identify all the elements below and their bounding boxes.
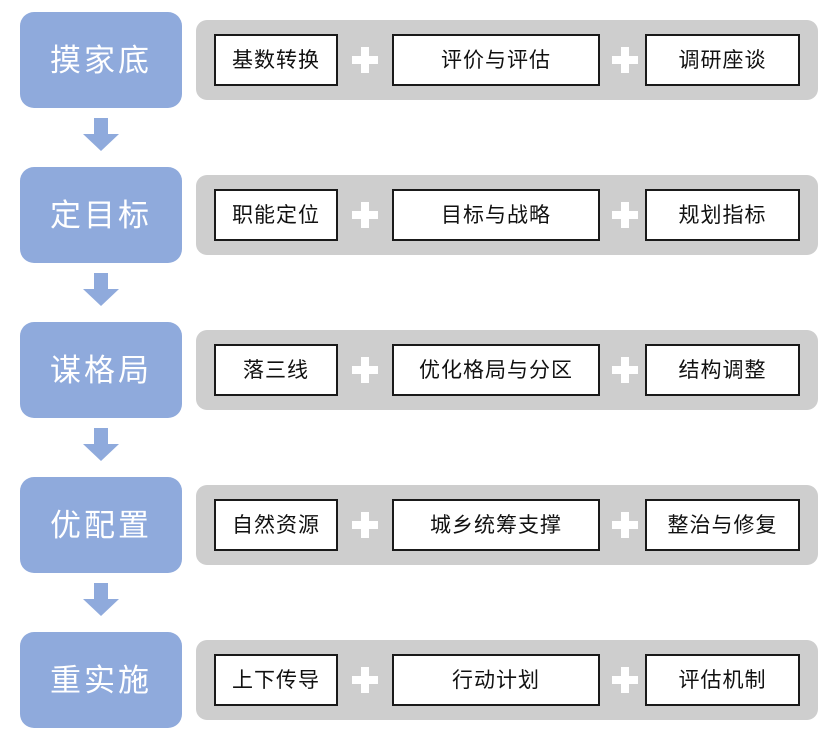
stage-item-label: 上下传导	[232, 668, 320, 692]
stage-item-box[interactable]: 整治与修复	[645, 499, 800, 551]
stage-panel-inner: 基数转换 评价与评估 调研座谈	[196, 20, 818, 100]
stage-item-box[interactable]: 优化格局与分区	[392, 344, 600, 396]
plus-icon	[612, 512, 638, 538]
stage-item-label: 自然资源	[232, 513, 320, 537]
stage-item-label: 整治与修复	[667, 513, 778, 537]
stage-panel-3: 落三线 优化格局与分区 结构调整	[196, 330, 818, 410]
stage-item-label: 城乡统筹支撑	[430, 513, 562, 537]
stage-row: 谋格局 落三线 优化格局与分区 结构调整	[0, 322, 837, 418]
stage-item-box[interactable]: 目标与战略	[392, 189, 600, 241]
stage-item-box[interactable]: 自然资源	[214, 499, 338, 551]
plus-icon	[352, 357, 378, 383]
stage-label-text: 谋格局	[50, 352, 152, 388]
stage-label-5[interactable]: 重实施	[20, 632, 182, 728]
plus-icon	[612, 667, 638, 693]
stage-panel-1: 基数转换 评价与评估 调研座谈	[196, 20, 818, 100]
stage-item-label: 目标与战略	[441, 203, 551, 227]
stage-row: 定目标 职能定位 目标与战略 规划指标	[0, 167, 837, 263]
stage-item-label: 职能定位	[232, 203, 320, 227]
plus-icon	[612, 202, 638, 228]
plus-icon	[352, 202, 378, 228]
plus-icon	[612, 47, 638, 73]
stage-panel-inner: 职能定位 目标与战略 规划指标	[196, 175, 818, 255]
stage-item-label: 评价与评估	[441, 48, 551, 72]
stage-panel-inner: 落三线 优化格局与分区 结构调整	[196, 330, 818, 410]
stage-item-label: 评估机制	[678, 668, 767, 692]
stage-row: 优配置 自然资源 城乡统筹支撑 整治与修复	[0, 477, 837, 573]
stage-panel-4: 自然资源 城乡统筹支撑 整治与修复	[196, 485, 818, 565]
down-arrow-icon	[82, 273, 120, 307]
down-arrow-icon	[82, 428, 120, 462]
stage-panel-2: 职能定位 目标与战略 规划指标	[196, 175, 818, 255]
stage-row: 摸家底 基数转换 评价与评估 调研座谈	[0, 12, 837, 108]
stage-item-label: 行动计划	[452, 668, 540, 692]
stage-panel-inner: 自然资源 城乡统筹支撑 整治与修复	[196, 485, 818, 565]
plus-icon	[352, 667, 378, 693]
stage-label-text: 摸家底	[50, 42, 152, 78]
stage-item-box[interactable]: 城乡统筹支撑	[392, 499, 600, 551]
stage-label-2[interactable]: 定目标	[20, 167, 182, 263]
stage-panel-inner: 上下传导 行动计划 评估机制	[196, 640, 818, 720]
stage-label-1[interactable]: 摸家底	[20, 12, 182, 108]
stage-item-box[interactable]: 落三线	[214, 344, 338, 396]
stage-item-box[interactable]: 评估机制	[645, 654, 800, 706]
stage-label-4[interactable]: 优配置	[20, 477, 182, 573]
stage-item-box[interactable]: 职能定位	[214, 189, 338, 241]
stage-item-box[interactable]: 基数转换	[214, 34, 338, 86]
stage-item-label: 结构调整	[678, 358, 767, 382]
stage-item-box[interactable]: 调研座谈	[645, 34, 800, 86]
stage-label-text: 定目标	[50, 197, 152, 233]
stage-row: 重实施 上下传导 行动计划 评估机制	[0, 632, 837, 728]
stage-item-label: 基数转换	[232, 48, 320, 72]
stage-item-box[interactable]: 上下传导	[214, 654, 338, 706]
plus-icon	[352, 47, 378, 73]
stage-item-box[interactable]: 结构调整	[645, 344, 800, 396]
stage-label-text: 重实施	[50, 662, 152, 698]
stage-item-label: 规划指标	[678, 203, 767, 227]
stage-item-label: 优化格局与分区	[419, 358, 573, 382]
stage-label-3[interactable]: 谋格局	[20, 322, 182, 418]
plus-icon	[612, 357, 638, 383]
plus-icon	[352, 512, 378, 538]
down-arrow-icon	[82, 583, 120, 617]
stage-item-label: 调研座谈	[678, 48, 767, 72]
down-arrow-icon	[82, 118, 120, 152]
stage-panel-5: 上下传导 行动计划 评估机制	[196, 640, 818, 720]
stage-item-box[interactable]: 规划指标	[645, 189, 800, 241]
stage-item-box[interactable]: 行动计划	[392, 654, 600, 706]
stage-item-label: 落三线	[243, 358, 309, 382]
stage-item-box[interactable]: 评价与评估	[392, 34, 600, 86]
stage-label-text: 优配置	[50, 507, 152, 543]
